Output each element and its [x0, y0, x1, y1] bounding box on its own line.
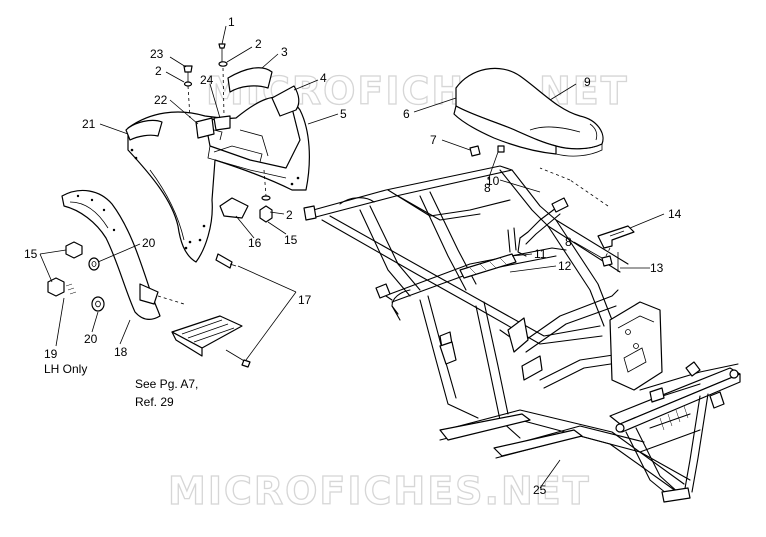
callout-24: 24 [200, 73, 214, 87]
callout-7: 7 [430, 133, 437, 147]
rear-fender [125, 67, 310, 263]
leader-lines [39, 25, 665, 489]
callout-18: 18 [114, 345, 128, 359]
callout-16: 16 [248, 236, 262, 250]
callout-8-bracket: 8 [565, 235, 572, 249]
callout-23: 23 [150, 47, 164, 61]
flap-hardware [47, 241, 105, 312]
note-see-page-line2: Ref. 29 [135, 395, 174, 409]
seat [453, 67, 609, 207]
callout-6: 6 [403, 107, 410, 121]
callout-14: 14 [668, 207, 682, 221]
callout-17: 17 [298, 293, 312, 307]
callout-2-fender: 2 [286, 208, 293, 222]
callout-20-lower: 20 [84, 332, 98, 346]
callout-20-upper: 20 [142, 236, 156, 250]
callout-2-upper-left: 2 [155, 64, 162, 78]
callout-3: 3 [281, 45, 288, 59]
callout-9: 9 [584, 75, 591, 89]
note-lh-only: LH Only [44, 362, 87, 376]
callout-4: 4 [320, 71, 327, 85]
frame [303, 165, 741, 503]
bolt-17-upper [215, 253, 237, 269]
callout-11: 11 [534, 247, 547, 261]
callout-10: 10 [486, 174, 500, 188]
callout-21: 21 [82, 117, 96, 131]
notes: LH Only See Pg. A7, Ref. 29 [44, 362, 198, 409]
callout-15-flap: 15 [24, 247, 38, 261]
watermark-bottom: MICROFICHES.NET [168, 469, 591, 513]
callout-2: 2 [255, 37, 262, 51]
mud-flap [61, 189, 185, 321]
callout-5: 5 [340, 107, 347, 121]
callout-22: 22 [154, 93, 168, 107]
skid-plate [171, 315, 251, 368]
seat-bracket [597, 225, 635, 272]
callout-15-fender: 15 [284, 233, 298, 247]
callout-labels: 1 2 3 23 2 24 4 22 5 21 2 16 15 20 15 17… [24, 15, 682, 497]
callout-1: 1 [228, 15, 235, 29]
callout-19: 19 [44, 347, 58, 361]
callout-13: 13 [650, 261, 664, 275]
callout-8-seat: 8 [484, 181, 491, 195]
fender-fasteners [183, 43, 273, 223]
note-see-page-line1: See Pg. A7, [135, 377, 198, 391]
callout-12: 12 [558, 259, 572, 273]
callout-25: 25 [533, 483, 547, 497]
